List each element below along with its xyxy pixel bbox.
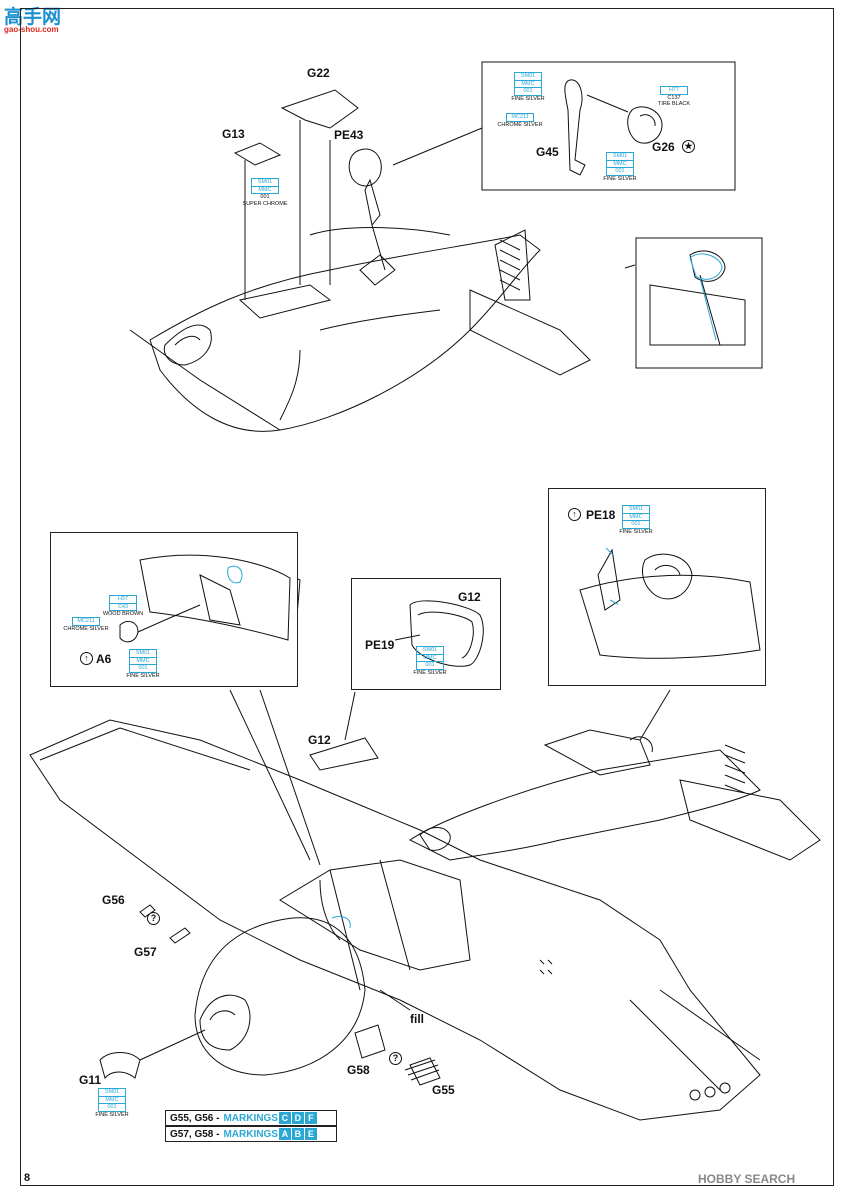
part-label-g55: G55	[432, 1083, 455, 1097]
part-label-g45: G45	[536, 145, 559, 159]
part-label-g57: G57	[134, 945, 157, 959]
paint-callout-pe19-fine-silver: SM01 MMC 001 FINE SILVER	[413, 646, 447, 676]
part-label-pe43: PE43	[334, 128, 364, 142]
site-logo-url: gao-shou.com	[4, 25, 59, 34]
watermark-logo: HOBBY SEARCH	[698, 1172, 796, 1186]
site-logo: 高手网	[4, 7, 62, 28]
part-label-fill: fill	[410, 1012, 424, 1026]
paint-callout-g45-chrome-silver: MC211 CHROME SILVER	[497, 113, 543, 128]
arrow-up-icon: ↑	[80, 652, 93, 665]
paint-callout-a6-fine-silver: SM01 MMC 001 FINE SILVER	[126, 649, 160, 679]
question-icon: ?	[389, 1052, 402, 1065]
paint-callout-tire-black: H77 C137 TIRE BLACK	[657, 86, 691, 107]
paint-callout-a6-chrome-silver: MC211 CHROME SILVER	[63, 617, 109, 632]
question-icon: ?	[147, 912, 160, 925]
part-label-g22: G22	[307, 66, 330, 80]
part-label-g13: G13	[222, 127, 245, 141]
page-frame	[20, 8, 834, 1186]
paint-callout-g11-fine-silver: SM01 MMC 001 FINE SILVER	[95, 1088, 129, 1118]
part-label-g11: G11	[79, 1073, 102, 1087]
part-label-g12-box: G12	[458, 590, 481, 604]
markings-row-2: G57, G58 - MARKINGS A B E	[165, 1126, 337, 1142]
part-label-pe18: PE18	[586, 508, 616, 522]
markings-row-1: G55, G56 - MARKINGS C D F	[165, 1110, 337, 1126]
paint-callout-pe18-fine-silver: SM01 MMC 001 FINE SILVER	[619, 505, 653, 535]
part-label-g26: G26	[652, 140, 675, 154]
part-label-g12: G12	[308, 733, 331, 747]
arrow-up-icon: ↑	[568, 508, 581, 521]
paint-callout-super-chrome: SM01 MMC 001 SUPER CHROME	[242, 178, 288, 207]
inset-pe18-box	[548, 488, 766, 686]
paint-callout-g45-fine-silver-2: SM01 MMC 001 FINE SILVER	[603, 152, 637, 182]
paint-callout-g45-fine-silver: SM01 MMC 001 FINE SILVER	[511, 72, 545, 102]
part-label-a6: A6	[96, 652, 112, 666]
star-icon: ★	[682, 140, 695, 153]
part-label-pe19: PE19	[365, 638, 395, 652]
part-label-g58: G58	[347, 1063, 370, 1077]
inset-g12-box	[351, 578, 501, 690]
paint-callout-wood-brown: H37 C43 WOOD BROWN	[102, 595, 144, 617]
part-label-g56: G56	[102, 893, 125, 907]
page-number: 8	[24, 1172, 31, 1184]
